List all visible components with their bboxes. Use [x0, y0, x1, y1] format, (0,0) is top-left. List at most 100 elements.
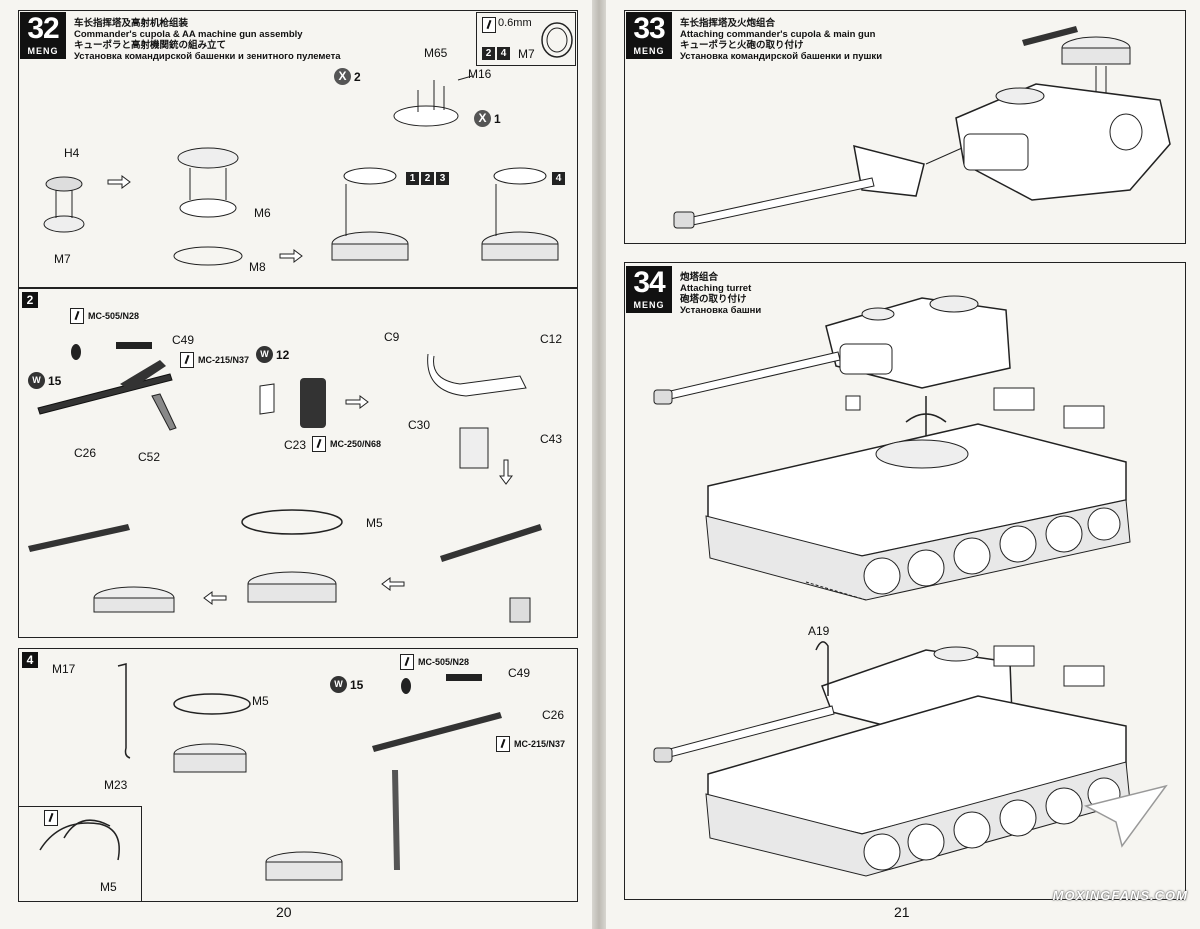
step33-frame	[624, 10, 1186, 244]
title-ja: 砲塔の取り付け	[680, 294, 747, 305]
brand-logo: MENG	[633, 300, 665, 310]
step34-frame	[624, 262, 1186, 900]
paint-code: MC-250/N68	[312, 436, 381, 452]
brush-icon	[400, 654, 414, 670]
step34-header: 34 MENG 炮塔组合 Attaching turret 砲塔の取り付け Ус…	[626, 266, 761, 316]
step32-badge: 32 MENG	[20, 12, 66, 59]
left-page: 32 MENG 车长指挥塔及高射机枪组装 Commander's cupola …	[0, 0, 592, 929]
title-en: Attaching commander's cupola & main gun	[680, 29, 876, 40]
paint-label: MC-215/N37	[514, 739, 566, 749]
step-number: 32	[27, 12, 59, 45]
title-ru: Установка командирской башенки и пушки	[680, 51, 883, 62]
step32-frame	[18, 10, 578, 288]
paint-code: MC-215/N37	[180, 352, 249, 368]
page-number: 21	[894, 904, 910, 920]
step34-badge: 34 MENG	[626, 266, 672, 313]
inset-ring-drawing	[541, 22, 573, 58]
w-icon: W	[28, 372, 45, 389]
part-label: C12	[540, 332, 563, 346]
brush-icon	[44, 810, 58, 826]
x-count: 2	[354, 69, 361, 84]
brush-icon	[312, 436, 326, 452]
step33-titles: 车长指挥塔及火炮组合 Attaching commander's cupola …	[680, 18, 882, 62]
step33-header: 33 MENG 车长指挥塔及火炮组合 Attaching commander's…	[626, 12, 882, 62]
m5-inset	[18, 806, 142, 902]
part-label: M17	[52, 662, 76, 676]
seq-badge: 2	[482, 47, 495, 60]
part-label: C49	[508, 666, 531, 680]
part-label: M16	[468, 67, 492, 81]
substep4-frame	[18, 648, 578, 902]
part-label: M5	[252, 694, 269, 708]
part-label: C23	[284, 438, 307, 452]
x-count: 1	[494, 111, 501, 126]
drill-inset	[476, 12, 576, 66]
title-zh: 炮塔组合	[680, 272, 719, 283]
step33-badge: 33 MENG	[626, 12, 672, 59]
seq-badge: 4	[497, 47, 510, 60]
drill-size-label: 0.6mm	[498, 17, 532, 29]
part-label: M8	[249, 260, 266, 274]
w-icon: W	[330, 676, 347, 693]
page-number: 20	[276, 904, 292, 920]
step-number: 33	[633, 12, 665, 45]
right-page: 33 MENG 车长指挥塔及火炮组合 Attaching commander's…	[606, 0, 1200, 929]
step-number: 34	[633, 266, 665, 299]
part-label: C52	[138, 450, 161, 464]
substep-badge: 4	[22, 652, 38, 668]
w-icon: W	[256, 346, 273, 363]
seq-badge: 3	[436, 172, 449, 185]
part-label: M7	[54, 252, 71, 266]
part-label: C26	[542, 708, 565, 722]
part-label: C49	[172, 333, 195, 347]
part-label: H4	[64, 146, 80, 160]
title-en: Attaching turret	[680, 283, 752, 294]
part-label: C9	[384, 330, 400, 344]
brand-logo: MENG	[633, 46, 665, 56]
turret-gun-drawing	[673, 26, 1171, 229]
brush-icon	[180, 352, 194, 368]
book-gutter	[592, 0, 606, 929]
paint-label: MC-250/N68	[330, 439, 382, 449]
paint-label: MC-215/N37	[198, 355, 250, 365]
w-count: 15	[350, 677, 364, 692]
part-label: A19	[808, 624, 830, 638]
title-zh: 车长指挥塔及火炮组合	[680, 18, 776, 29]
step32-header: 32 MENG 车长指挥塔及高射机枪组装 Commander's cupola …	[20, 12, 341, 62]
part-label: C26	[74, 446, 97, 460]
title-ru: Установка башни	[680, 305, 762, 316]
substep2-frame	[18, 288, 578, 638]
seq-badge: 4	[552, 172, 565, 185]
x-icon: X	[474, 110, 491, 127]
seq-badge: 1	[406, 172, 419, 185]
weathering-mark: W 15	[330, 676, 363, 693]
title-zh: 车长指挥塔及高射机枪组装	[74, 18, 189, 29]
weathering-mark: W 12	[256, 346, 289, 363]
title-ja: キューポラと火砲の取り付け	[680, 40, 804, 51]
part-label: M5	[366, 516, 383, 530]
w-count: 12	[276, 347, 290, 362]
drill-icon	[482, 17, 496, 33]
paint-label: MC-505/N28	[88, 311, 140, 321]
x-icon: X	[334, 68, 351, 85]
substep-badge: 2	[22, 292, 38, 308]
step32-titles: 车长指挥塔及高射机枪组装 Commander's cupola & AA mac…	[74, 18, 341, 62]
part-label: M7	[518, 47, 535, 61]
brush-icon	[496, 736, 510, 752]
title-en: Commander's cupola & AA machine gun asse…	[74, 29, 303, 40]
paint-code: MC-505/N28	[400, 654, 469, 670]
part-label: C43	[540, 432, 563, 446]
part-label: M23	[104, 778, 128, 792]
title-ja: キューポラと高射機関銃の組み立て	[74, 40, 227, 51]
site-watermark: MOXINGFANS.COM	[1052, 888, 1188, 903]
step-seq: 1 2 3	[406, 172, 449, 185]
part-label: M65	[424, 46, 448, 60]
tank-assembly-drawing	[653, 295, 1168, 877]
part-label: C30	[408, 418, 431, 432]
remove-mark: X 2	[334, 68, 361, 85]
seq-badge: 2	[421, 172, 434, 185]
paint-code: MC-215/N37	[496, 736, 565, 752]
paint-code: MC-505/N28	[70, 308, 139, 324]
remove-mark: X 1	[474, 110, 501, 127]
cupola-assembly-drawing	[43, 75, 559, 266]
